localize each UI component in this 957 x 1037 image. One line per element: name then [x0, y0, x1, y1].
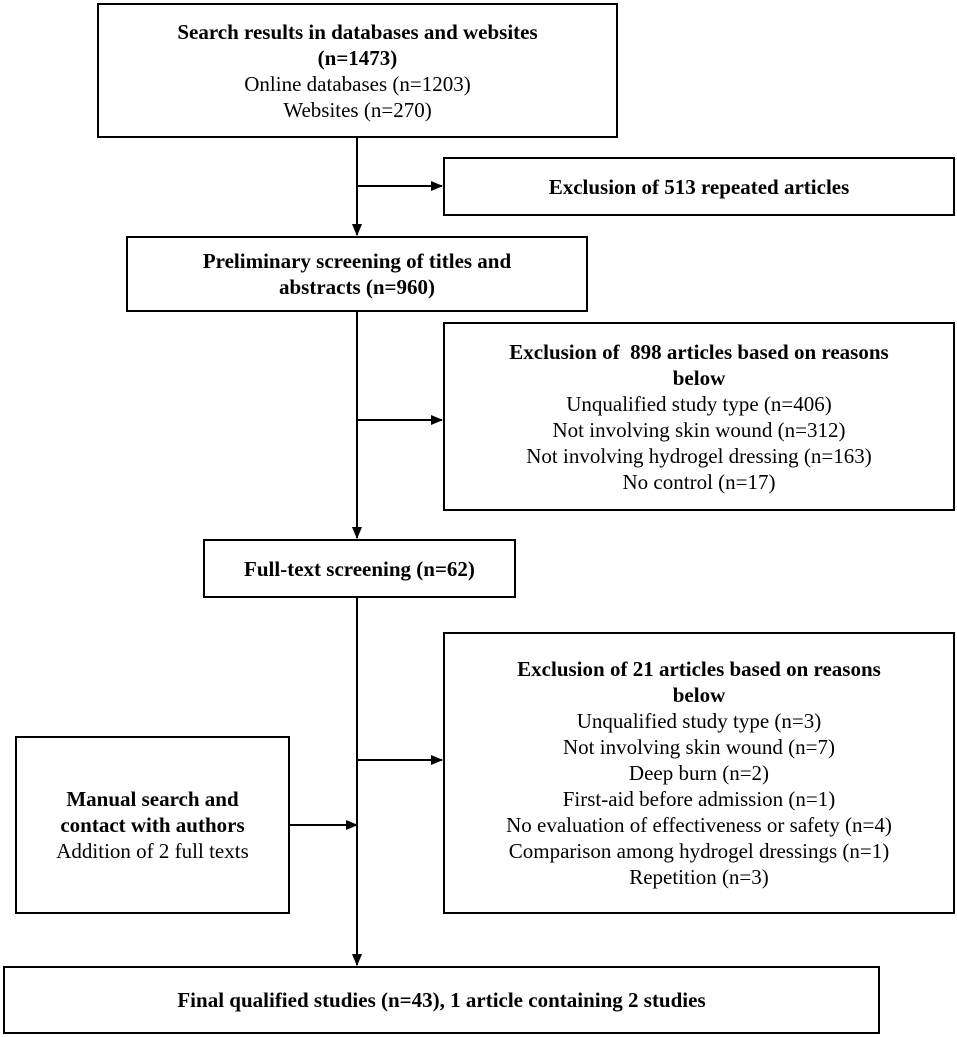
exclusion-21-title-line2: below — [672, 683, 726, 707]
search-results-count: (n=1473) — [317, 45, 398, 70]
fulltext-screening-title: Full-text screening (n=62) — [244, 556, 475, 581]
manual-search-title-line1: Manual search and — [66, 787, 239, 811]
final-studies-box: Final qualified studies (n=43), 1 articl… — [3, 966, 880, 1034]
exclusion-21-reason: Comparison among hydrogel dressings (n=1… — [508, 839, 890, 863]
exclusion-898-title-line2: below — [672, 365, 726, 390]
manual-search-box: Manual search and contact with authors A… — [15, 736, 290, 914]
exclusion-repeated-box: Exclusion of 513 repeated articles — [443, 157, 955, 216]
exclusion-898-reason: Unqualified study type (n=406) — [566, 391, 832, 416]
exclusion-898-reason: Not involving hydrogel dressing (n=163) — [526, 443, 872, 468]
exclusion-21-title-line1: Exclusion of 21 articles based on reason… — [517, 657, 881, 681]
manual-search-addition: Addition of 2 full texts — [56, 839, 249, 863]
exclusion-21-reason: Deep burn (n=2) — [628, 761, 770, 785]
preliminary-title-line1: Preliminary screening of titles and — [202, 249, 512, 273]
exclusion-898-reason: Not involving skin wound (n=312) — [552, 417, 846, 442]
exclusion-21-reason: Repetition (n=3) — [629, 865, 769, 889]
exclusion-21-box: Exclusion of 21 articles based on reason… — [443, 632, 955, 914]
exclusion-repeated-title: Exclusion of 513 repeated articles — [548, 174, 850, 199]
exclusion-898-title-line1: Exclusion of 898 articles based on reaso… — [509, 339, 889, 364]
manual-search-title-line2: contact with authors — [60, 813, 245, 837]
preliminary-title-line2: abstracts (n=960) — [278, 275, 436, 299]
exclusion-21-reason: First-aid before admission (n=1) — [562, 787, 836, 811]
search-results-title: Search results in databases and websites — [177, 19, 538, 44]
fulltext-screening-box: Full-text screening (n=62) — [203, 539, 516, 598]
online-databases-line: Online databases (n=1203) — [244, 71, 471, 96]
websites-line: Websites (n=270) — [283, 97, 432, 122]
final-studies-title: Final qualified studies (n=43), 1 articl… — [177, 988, 706, 1012]
preliminary-screening-box: Preliminary screening of titles and abst… — [126, 236, 588, 312]
exclusion-898-box: Exclusion of 898 articles based on reaso… — [443, 322, 955, 511]
exclusion-21-reason: Unqualified study type (n=3) — [576, 709, 822, 733]
exclusion-21-reason: No evaluation of effectiveness or safety… — [506, 813, 892, 837]
exclusion-898-reason: No control (n=17) — [622, 469, 776, 494]
search-results-box: Search results in databases and websites… — [97, 3, 618, 138]
exclusion-21-reason: Not involving skin wound (n=7) — [562, 735, 835, 759]
